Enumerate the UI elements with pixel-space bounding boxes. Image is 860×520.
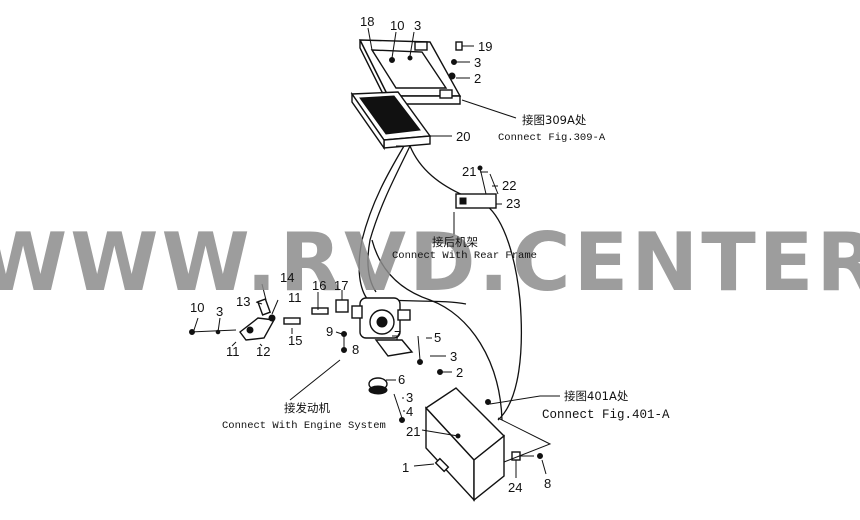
callout-3-right: 3 xyxy=(474,55,481,70)
callout-8-mid: 8 xyxy=(352,342,359,357)
callout-22: 22 xyxy=(502,178,516,193)
callout-23: 23 xyxy=(506,196,520,211)
note-rear-frame-cn: 接后机架 xyxy=(432,235,478,249)
leader-lines xyxy=(193,27,560,478)
cable-runs xyxy=(358,145,522,421)
top-fasteners xyxy=(389,41,463,80)
callout-15: 15 xyxy=(288,333,302,348)
callout-2: 2 xyxy=(474,71,481,86)
engine-connector xyxy=(289,359,405,423)
callout-11-upper: 11 xyxy=(288,290,302,305)
callout-18: 18 xyxy=(360,14,374,29)
note-fig401-cn: 接图401A处 xyxy=(564,389,629,403)
callout-10-top: 10 xyxy=(390,18,404,33)
callout-1: 1 xyxy=(402,460,409,475)
callout-12: 12 xyxy=(256,344,270,359)
callout-10-left: 10 xyxy=(190,300,204,315)
callout-5: 5 xyxy=(434,330,441,345)
callout-numbers: 18 10 3 19 3 2 20 21 22 23 14 13 11 16 1… xyxy=(190,14,551,495)
callout-3-left: 3 xyxy=(216,304,223,319)
callout-9: 9 xyxy=(326,324,333,339)
callout-13: 13 xyxy=(236,294,250,309)
watermark-text: WWW.RVD.CENTER xyxy=(0,216,860,309)
radiator-core xyxy=(350,91,432,151)
callout-20: 20 xyxy=(456,129,470,144)
note-engine-cn: 接发动机 xyxy=(284,401,330,415)
callout-3-lower: 3 xyxy=(406,390,413,405)
callout-7: 7 xyxy=(394,328,401,343)
callout-21-top: 21 xyxy=(462,164,476,179)
callout-16: 16 xyxy=(312,278,326,293)
note-fig401-en: Connect Fig.401-A xyxy=(542,408,670,422)
callout-14: 14 xyxy=(280,270,294,285)
callout-4: 4 xyxy=(406,404,413,419)
callout-2-mid: 2 xyxy=(456,365,463,380)
lower-box-enclosure xyxy=(424,387,506,502)
callout-3-top: 3 xyxy=(414,18,421,33)
callout-21-lower: 21 xyxy=(406,424,420,439)
callout-19: 19 xyxy=(478,39,492,54)
bottom-bolts xyxy=(497,417,552,463)
note-fig309-cn: 接图309A处 xyxy=(522,113,587,127)
callout-24: 24 xyxy=(508,480,522,495)
valve-body xyxy=(351,297,414,357)
callout-17: 17 xyxy=(334,278,348,293)
note-rear-frame-en: Connect With Rear Frame xyxy=(392,250,537,262)
connection-notes: 接图309A处 Connect Fig.309-A 接后机架 Connect W… xyxy=(222,113,670,432)
callout-6: 6 xyxy=(398,372,405,387)
callout-11-lower: 11 xyxy=(226,344,240,359)
note-fig309-en: Connect Fig.309-A xyxy=(498,132,606,144)
callout-8-bottom: 8 xyxy=(544,476,551,491)
callout-3-mid: 3 xyxy=(450,349,457,364)
note-engine-en: Connect With Engine System xyxy=(222,420,386,432)
